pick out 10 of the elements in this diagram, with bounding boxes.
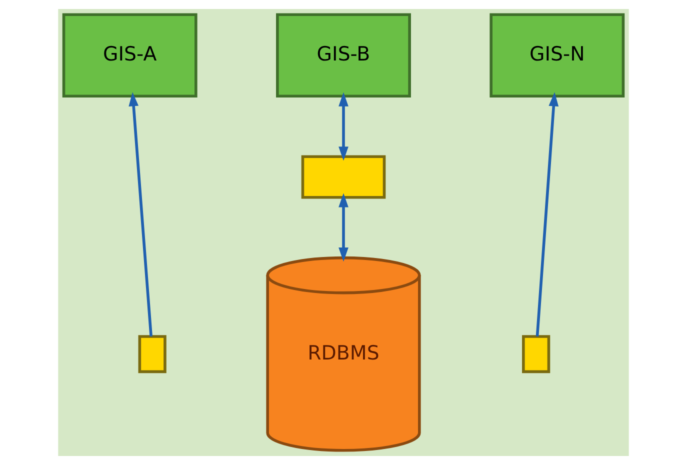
node-box bbox=[301, 154, 386, 198]
arrow bbox=[536, 92, 559, 336]
node-box: GIS-N bbox=[490, 12, 625, 98]
arrow bbox=[338, 192, 348, 262]
node-box bbox=[522, 334, 550, 373]
arrow bbox=[128, 92, 152, 336]
arrow bbox=[338, 92, 348, 160]
node-box: GIS-B bbox=[276, 12, 411, 98]
node-box bbox=[138, 334, 166, 373]
node-box: GIS-A bbox=[62, 12, 198, 98]
